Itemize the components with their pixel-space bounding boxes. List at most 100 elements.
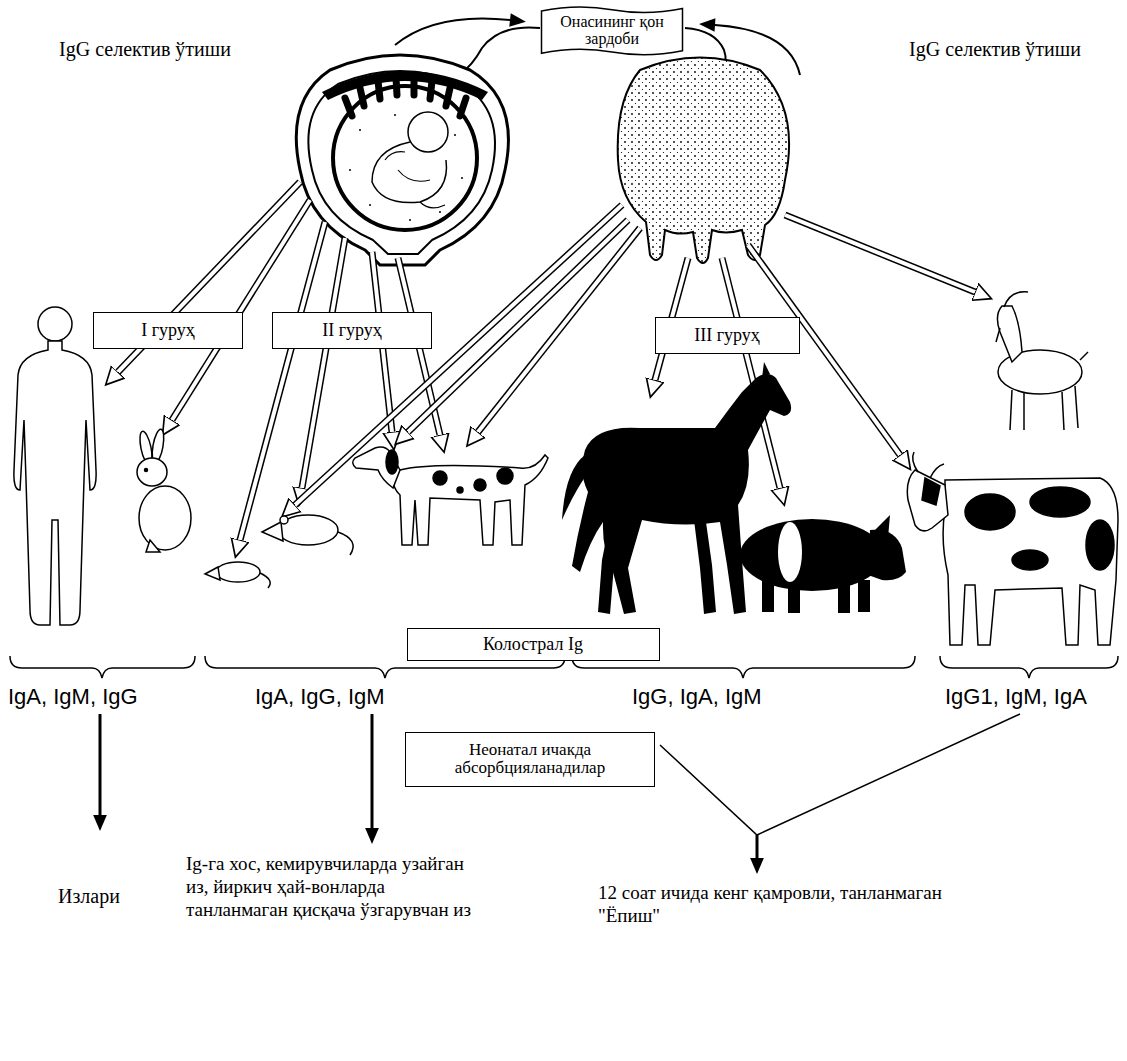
transfer-arrow	[172, 200, 310, 420]
dog-figure	[433, 471, 447, 485]
uterus-drawing	[411, 78, 418, 95]
dog-figure	[457, 487, 463, 493]
group-box: I гуруҳ	[93, 312, 243, 349]
goat-figure	[1075, 386, 1078, 428]
ig-list: IgG1, IgM, IgA	[945, 684, 1087, 709]
uterus-drawing	[408, 112, 448, 152]
transfer-arrow	[785, 215, 975, 292]
rabbit-figure	[145, 469, 148, 472]
rodent-figure	[205, 567, 220, 580]
transfer-arrow	[295, 205, 622, 505]
uterus-drawing	[378, 81, 380, 99]
outcome-note: 12 соат ичида кенг қамровли, танланмаган…	[598, 882, 968, 928]
horse-figure	[694, 515, 716, 614]
pig-figure	[731, 515, 906, 613]
pig-figure	[875, 515, 890, 538]
udder-drawing	[618, 58, 789, 264]
cow-figure	[1086, 520, 1114, 570]
ig-list: IgG, IgA, IgM	[632, 684, 762, 709]
transfer-arrow	[408, 220, 628, 432]
uterus-drawing	[369, 204, 371, 206]
transfer-arrow	[408, 220, 628, 432]
rabbit-figure	[146, 540, 160, 552]
uterus-drawing	[308, 71, 495, 254]
dog-figure	[393, 455, 548, 545]
cow-figure	[907, 452, 1118, 645]
uterus-drawing	[460, 98, 466, 116]
uterus-drawing	[454, 134, 456, 136]
human-figure	[38, 307, 72, 341]
bracket	[10, 656, 195, 678]
ig-list: IgA, IgM, IgG	[8, 684, 138, 709]
rabbit-figure	[137, 428, 191, 552]
uterus-drawing	[372, 142, 446, 203]
outcome-arrow	[660, 714, 1020, 835]
goat-figure	[1062, 392, 1064, 430]
uterus-drawing	[446, 88, 450, 106]
node-text: II гуруҳ	[283, 321, 421, 340]
ig-list: IgA, IgG, IgM	[255, 684, 385, 709]
dog-figure	[353, 447, 400, 488]
transfer-arrow	[172, 200, 310, 420]
rodent-figure	[338, 532, 353, 555]
pig-figure	[762, 580, 774, 612]
cow-figure	[1030, 487, 1090, 517]
absorption-box: Неонатал ичакда абсорбцияланадилар	[405, 732, 655, 787]
outcome-arrow	[371, 714, 374, 828]
node-text: Неонатал ичакда абсорбцияланадилар	[416, 741, 644, 778]
uterus-drawing	[349, 114, 463, 221]
uterus-drawing	[430, 81, 432, 99]
dog-figure	[353, 447, 548, 545]
pig-figure	[788, 585, 800, 613]
goat-figure	[997, 306, 1022, 362]
transfer-arrow	[478, 228, 640, 432]
uterus-drawing	[409, 219, 411, 221]
transfer-note: IgG селектив ўтиши	[905, 38, 1085, 61]
colostrum-box: Колострал Ig	[407, 628, 660, 661]
goat-figure	[1004, 292, 1028, 307]
uterus-drawing	[333, 86, 477, 230]
node-text: Онасининг қон зардоби	[549, 13, 675, 48]
transfer-arrow	[302, 238, 345, 488]
node-text: I гуруҳ	[104, 321, 232, 340]
goat-figure	[996, 328, 1000, 342]
dog-figure	[497, 468, 513, 484]
uterus-drawing	[349, 169, 351, 171]
cow-figure	[907, 470, 948, 531]
human-figure	[14, 307, 96, 625]
source-banner: Онасининг қон зардоби	[537, 0, 687, 61]
pig-figure	[868, 530, 906, 581]
uterus-drawing	[345, 78, 466, 116]
transfer-arrow	[295, 205, 622, 505]
pig-figure	[858, 580, 870, 612]
uterus-drawing	[345, 98, 352, 116]
uterus-drawing	[394, 114, 396, 116]
horse-figure	[762, 362, 770, 378]
transfer-note: IgG селектив ўтиши	[55, 38, 235, 61]
outcome-arrow	[100, 714, 1020, 858]
node-text: III гуруҳ	[666, 326, 789, 345]
rabbit-figure	[137, 458, 167, 486]
uterus-drawing	[461, 177, 463, 179]
horse-figure	[598, 510, 626, 614]
cow-figure	[1012, 550, 1048, 570]
rodent-figure	[262, 522, 283, 541]
serum-flow	[395, 18, 510, 45]
rodent-figure	[205, 515, 353, 588]
uterus-drawing	[359, 129, 361, 131]
bracket	[940, 656, 1118, 678]
rodent-figure	[278, 515, 338, 545]
uterus-drawing	[439, 211, 441, 213]
goat-figure	[996, 292, 1088, 430]
uterus-drawing	[296, 55, 508, 265]
transfer-arrow	[302, 238, 345, 488]
banner-outline	[542, 7, 683, 55]
transfer-arrow	[785, 215, 975, 292]
transfer-arrow	[478, 228, 640, 432]
cow-figure	[943, 478, 1118, 645]
group-box: II гуруҳ	[272, 312, 432, 349]
pig-figure	[838, 585, 850, 613]
